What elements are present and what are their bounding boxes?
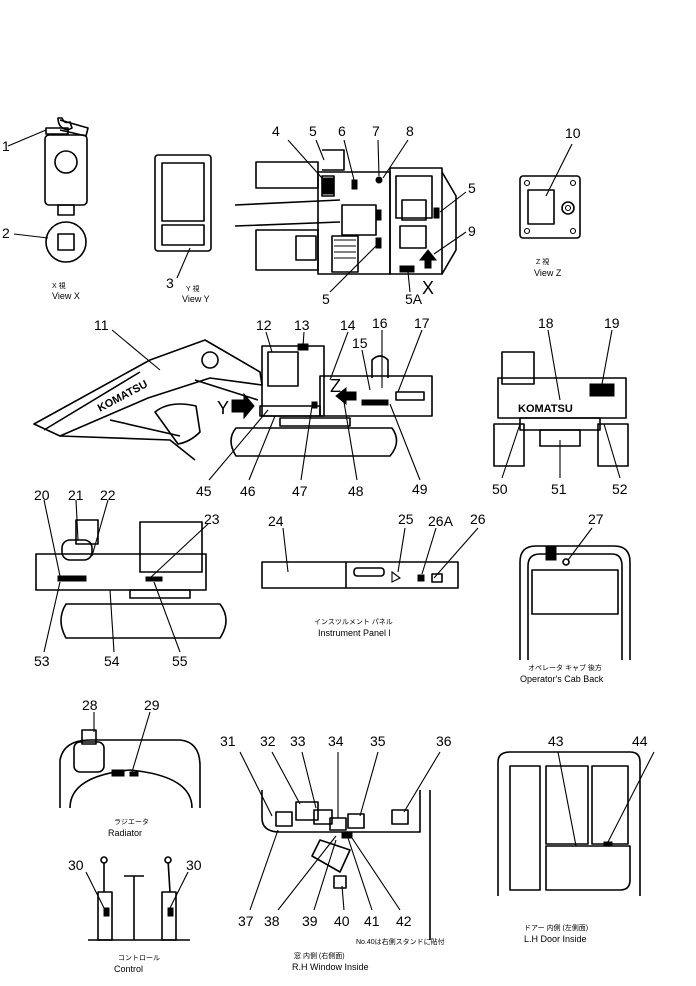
callout-47: 47 xyxy=(292,483,308,499)
caption-instrument-jp: インスツルメント パネル xyxy=(314,618,393,626)
callout-7: 7 xyxy=(372,123,380,139)
callout-30-right: 30 xyxy=(186,857,202,873)
caption-instrument: Instrument Panel l xyxy=(318,628,391,638)
caption-radiator: Radiator xyxy=(108,828,142,838)
view-y-drawing xyxy=(154,154,212,279)
caption-cab-back: Operator's Cab Back xyxy=(520,674,604,684)
cab-back-drawing xyxy=(519,527,631,660)
callout-28: 28 xyxy=(82,697,98,713)
caption-rh-window-note: No.40は右側スタンドに貼付 xyxy=(356,937,445,946)
view-letter-y: Y xyxy=(217,398,229,418)
callout-30-left: 30 xyxy=(68,857,84,873)
callout-43: 43 xyxy=(548,733,564,749)
callout-20: 20 xyxy=(34,487,50,503)
caption-lh-door-jp: ドアー 内側 (左側面) xyxy=(524,923,588,932)
lh-door-drawing xyxy=(497,751,655,896)
caption-view-x-jp: X 視 xyxy=(52,281,66,290)
callout-52: 52 xyxy=(612,481,628,497)
callout-32: 32 xyxy=(260,733,276,749)
callout-44: 44 xyxy=(632,733,648,749)
callout-36: 36 xyxy=(436,733,452,749)
view-arrow-y xyxy=(231,392,255,420)
caption-control: Control xyxy=(114,964,143,974)
brand-text-rear: KOMATSU xyxy=(518,403,573,415)
callout-42: 42 xyxy=(396,913,412,929)
callout-22: 22 xyxy=(100,487,116,503)
callout-25: 25 xyxy=(398,511,414,527)
view-letter-z: Z xyxy=(330,376,341,396)
caption-view-x: View X xyxy=(52,291,80,301)
control-drawing xyxy=(85,856,190,941)
view-z-drawing xyxy=(519,143,581,239)
callout-35: 35 xyxy=(370,733,386,749)
callout-23: 23 xyxy=(204,511,220,527)
excavator-side-drawing xyxy=(33,329,433,481)
callout-24: 24 xyxy=(268,513,284,529)
rh-window-drawing xyxy=(239,751,441,940)
callout-54: 54 xyxy=(104,653,120,669)
caption-rh-window-jp: 窓 内側 (右側面) xyxy=(294,951,345,960)
callout-5-right: 5 xyxy=(468,180,476,196)
instrument-panel-drawing xyxy=(261,527,479,589)
callout-4: 4 xyxy=(272,123,280,139)
caption-radiator-jp: ラジエータ xyxy=(114,817,149,826)
callout-34: 34 xyxy=(328,733,344,749)
view-x-drawing xyxy=(7,117,89,263)
caption-view-y: View Y xyxy=(182,294,210,304)
caption-control-jp: コントロール xyxy=(118,954,160,962)
callout-40: 40 xyxy=(334,913,350,929)
callout-31: 31 xyxy=(220,733,236,749)
callout-38: 38 xyxy=(264,913,280,929)
callout-51: 51 xyxy=(551,481,567,497)
plan-view-drawing xyxy=(234,139,467,293)
callout-5-bottom: 5 xyxy=(322,291,330,307)
callout-50: 50 xyxy=(492,481,508,497)
callout-18: 18 xyxy=(538,315,554,331)
callout-21: 21 xyxy=(68,487,84,503)
callout-6: 6 xyxy=(338,123,346,139)
callout-3: 3 xyxy=(166,275,174,291)
callout-19: 19 xyxy=(604,315,620,331)
callout-17: 17 xyxy=(414,315,430,331)
callout-26A: 26A xyxy=(428,513,454,529)
caption-view-y-jp: Y 視 xyxy=(186,284,200,293)
callout-49: 49 xyxy=(412,481,428,497)
callout-1: 1 xyxy=(2,138,10,154)
callout-29: 29 xyxy=(144,697,160,713)
callout-26: 26 xyxy=(470,511,486,527)
excavator-rear-drawing xyxy=(493,329,629,479)
callout-33: 33 xyxy=(290,733,306,749)
callout-48: 48 xyxy=(348,483,364,499)
callout-5-top: 5 xyxy=(309,123,317,139)
callout-14: 14 xyxy=(340,317,356,333)
callout-41: 41 xyxy=(364,913,380,929)
callout-55: 55 xyxy=(172,653,188,669)
caption-rh-window: R.H Window Inside xyxy=(292,962,369,972)
callout-46: 46 xyxy=(240,483,256,499)
excavator-left-side-drawing xyxy=(35,499,227,653)
callout-39: 39 xyxy=(302,913,318,929)
callout-9: 9 xyxy=(468,223,476,239)
callout-10: 10 xyxy=(565,125,581,141)
callout-16: 16 xyxy=(372,315,388,331)
caption-view-z-jp: Z 視 xyxy=(536,257,549,266)
caption-view-z: View Z xyxy=(534,268,562,278)
callout-12: 12 xyxy=(256,317,272,333)
caption-lh-door: L.H Door Inside xyxy=(524,934,587,944)
callout-27: 27 xyxy=(588,511,604,527)
callout-15: 15 xyxy=(352,335,368,351)
callout-5A: 5A xyxy=(405,291,423,307)
view-letter-x: X xyxy=(422,278,434,298)
callout-45: 45 xyxy=(196,483,212,499)
callout-13: 13 xyxy=(294,317,310,333)
caption-cab-back-jp: オペレータ キャブ 後方 xyxy=(528,663,602,672)
callout-53: 53 xyxy=(34,653,50,669)
callout-2: 2 xyxy=(2,225,10,241)
callout-11: 11 xyxy=(94,317,109,333)
callout-8: 8 xyxy=(406,123,414,139)
callout-37: 37 xyxy=(238,913,254,929)
radiator-drawing xyxy=(59,711,201,809)
